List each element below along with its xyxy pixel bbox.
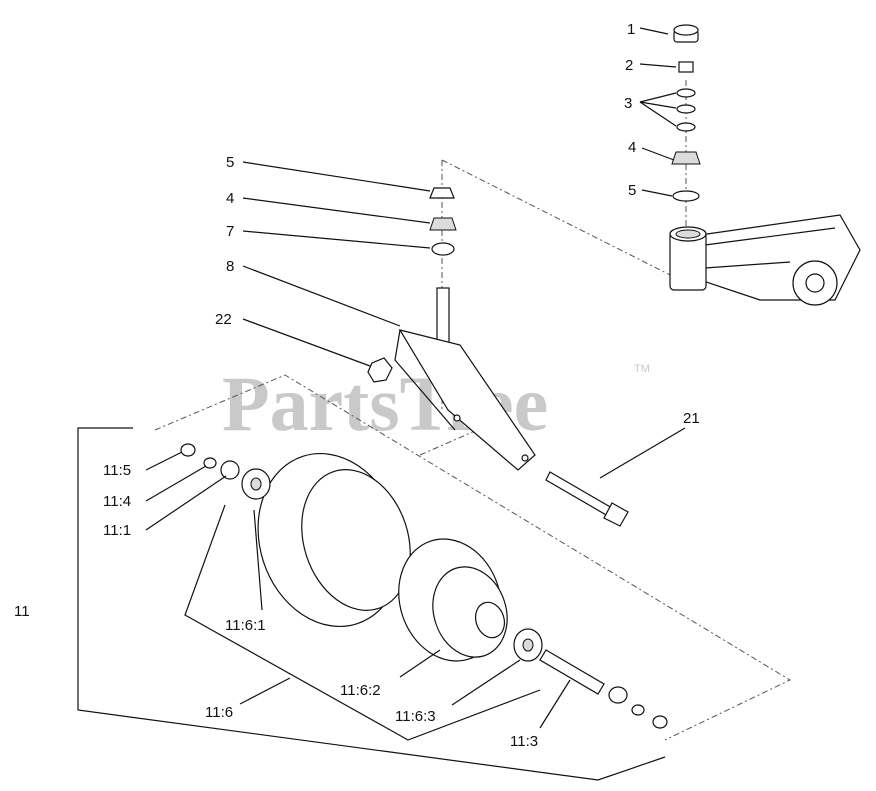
callout-11-3: 11:3 (510, 733, 538, 750)
fork-hardware-stack (429, 187, 457, 349)
callout-11-6-2: 11:6:2 (340, 682, 381, 699)
callout-11: 11 (14, 603, 30, 620)
callout-11-1: 11:1 (103, 522, 131, 539)
axle-bolt (545, 471, 629, 527)
callout-11-6: 11:6 (205, 704, 233, 721)
callout-2: 2 (625, 57, 633, 74)
callout-1: 1 (627, 21, 635, 38)
leader-lines (145, 27, 686, 729)
callout-11-5: 11:5 (103, 462, 131, 479)
callout-11-4: 11:4 (103, 493, 131, 510)
callout-5-fork: 5 (226, 154, 234, 171)
wheel-assembly (257, 452, 508, 662)
callout-22: 22 (215, 311, 232, 328)
right-wheel-hardware (513, 628, 668, 729)
callout-8: 8 (226, 258, 234, 275)
callout-4-fork: 4 (226, 190, 234, 207)
left-wheel-hardware (180, 443, 271, 500)
callout-5-upper: 5 (628, 182, 636, 199)
callout-3: 3 (624, 95, 632, 112)
callout-21: 21 (683, 410, 700, 427)
watermark-trademark: TM (634, 363, 650, 375)
frame-arm (669, 214, 861, 306)
callout-7: 7 (226, 223, 234, 240)
assembly-brackets (77, 427, 666, 781)
callout-11-6-3: 11:6:3 (395, 708, 436, 725)
callout-11-6-1: 11:6:1 (225, 617, 266, 634)
upper-hardware-stack (671, 24, 701, 202)
caster-fork (394, 329, 536, 471)
callout-4-upper: 4 (628, 139, 636, 156)
lock-nut (367, 357, 393, 383)
